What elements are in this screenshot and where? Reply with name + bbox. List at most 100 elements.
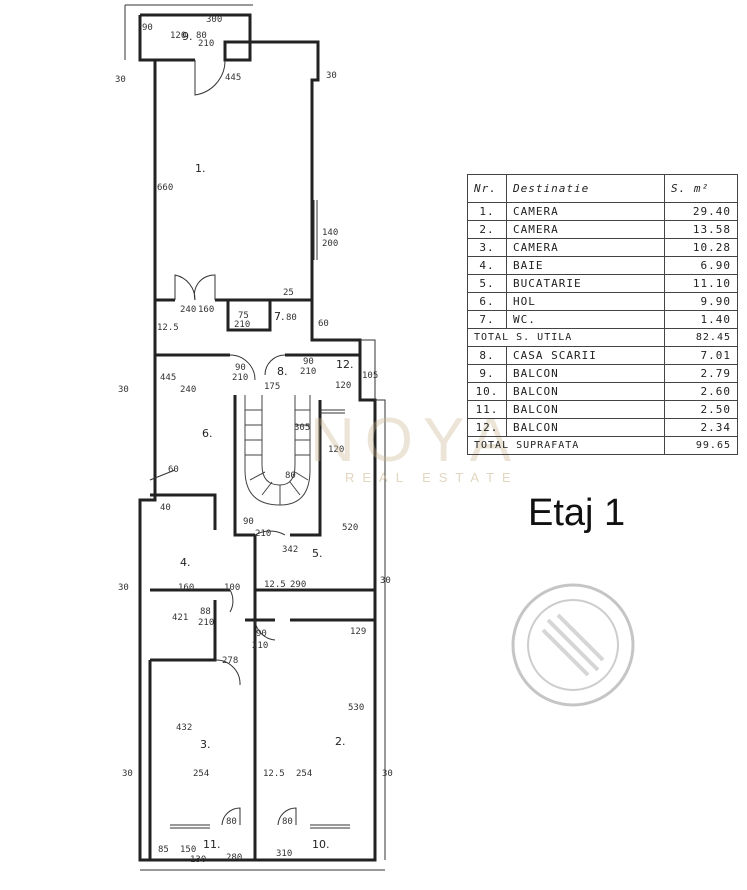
dim-hall-height: 445 [160,373,176,383]
dim-bottom-85: 85 [158,845,169,855]
table-row: 4. BAIE 6.90 [467,256,738,275]
table-row: 3. CAMERA 10.28 [467,238,738,257]
header-destinatie: Destinatie [506,174,665,203]
row-nr: 1. [467,202,507,221]
room-label-9: 9. [182,30,193,43]
dim-wc-door-75: 75 [238,311,249,321]
dim-top-300: 300 [206,15,222,25]
row-area: 6.90 [664,256,738,275]
row-nr: 12. [467,418,507,437]
table-row: 7. WC. 1.40 [467,310,738,329]
table-row: 5. BUCATARIE 11.10 [467,274,738,293]
total-label: TOTAL SUPRAFATA [467,436,665,455]
dim-window-140: 140 [322,228,338,238]
dim-bottom-280: 280 [226,853,242,863]
row-nr: 7. [467,310,507,329]
dim-r5-height: 520 [342,523,358,533]
dim-r4-door-210: 210 [198,618,214,628]
dim-60: 60 [318,319,329,329]
room-label-8: 8. [277,365,288,378]
table-total-util: TOTAL S. UTILA 82.45 [467,328,738,347]
header-nr: Nr. [467,174,507,203]
dim-hall-door-210: 210 [232,373,248,383]
dim-window-200: 200 [322,239,338,249]
dim-wc-80: 80 [286,313,297,323]
table-row: 1. CAMERA 29.40 [467,202,738,221]
dim-80-f: 80 [282,817,293,827]
dim-r4-100: 100 [224,583,240,593]
dim-hall-width: 240 [180,385,196,395]
dim-top-80: 80 [196,31,207,41]
table-row: 10. BALCON 2.60 [467,382,738,401]
dim-r12-height: 105 [362,371,378,381]
dim-30-right: 30 [380,576,391,586]
dim-12-5-b: 12.5 [264,580,286,590]
interior-walls [148,298,375,860]
row-area: 2.60 [664,382,738,401]
table-row: 9. BALCON 2.79 [467,364,738,383]
dim-r2-width: 254 [296,769,312,779]
dim-30-mid: 30 [118,385,129,395]
room-label-11: 11. [203,838,221,851]
dim-top-120: 120 [170,31,186,41]
row-name: BAIE [506,256,665,275]
row-nr: 3. [467,238,507,257]
dim-r3-width: 254 [193,769,209,779]
row-nr: 5. [467,274,507,293]
dim-r5-width: 290 [290,580,306,590]
row-nr: 6. [467,292,507,311]
row-area: 2.34 [664,418,738,437]
dim-12-5-c: 12.5 [263,769,285,779]
table-row: 12. BALCON 2.34 [467,418,738,437]
dim-r4-width: 160 [178,583,194,593]
dim-r3-height: 432 [176,723,192,733]
dim-r2-height: 530 [348,703,364,713]
dim-278: 278 [222,656,238,666]
dim-30-bottom-right: 30 [382,769,393,779]
row-name: CAMERA [506,238,665,257]
total-util-label: TOTAL S. UTILA [467,328,665,347]
row-nr: 2. [467,220,507,239]
room-label-4: 4. [180,556,191,569]
table-header: Nr. Destinatie S. m² [467,174,738,203]
row-area: 2.79 [664,364,738,383]
official-stamp [511,583,635,707]
row-area: 1.40 [664,310,738,329]
dim-door-160: 160 [198,305,214,315]
row-name: CAMERA [506,220,665,239]
dim-r4-door-88: 88 [200,607,211,617]
dim-r4-421: 421 [172,613,188,623]
room-label-6: 6. [202,427,213,440]
row-area: 29.40 [664,202,738,221]
dim-90-d: 90 [256,629,267,639]
dim-30-low: 30 [118,583,129,593]
outer-walls [124,4,386,871]
room-label-12: 12. [336,358,354,371]
dimension-labels: 90 300 120 210 80 30 30 445 660 140 200 … [115,15,393,865]
row-name: BALCON [506,364,665,383]
dim-342: 342 [282,545,298,555]
dim-210-c: 210 [255,529,271,539]
total-util-area: 82.45 [664,328,738,347]
dim-top-30: 30 [326,71,337,81]
dim-12-5-a: 12.5 [157,323,179,333]
row-area: 9.90 [664,292,738,311]
room-label-2: 2. [335,735,346,748]
table-total: TOTAL SUPRAFATA 99.65 [467,436,738,455]
row-name: BALCON [506,382,665,401]
table-row: 2. CAMERA 13.58 [467,220,738,239]
dim-30-bottom: 30 [122,769,133,779]
dim-hall-door-90: 90 [235,363,246,373]
dim-stair-80: 80 [285,471,296,481]
room-label-7: 7. [274,310,285,323]
dim-bottom-150: 150 [180,845,196,855]
room-label-3: 3. [200,738,211,751]
table-row: 6. HOL 9.90 [467,292,738,311]
dim-wc-door-210: 210 [234,320,250,330]
row-nr: 9. [467,364,507,383]
dim-stair-width: 175 [264,382,280,392]
dim-stair-305: 305 [294,423,310,433]
dim-r12-width: 120 [335,381,351,391]
dim-80-e: 80 [226,817,237,827]
